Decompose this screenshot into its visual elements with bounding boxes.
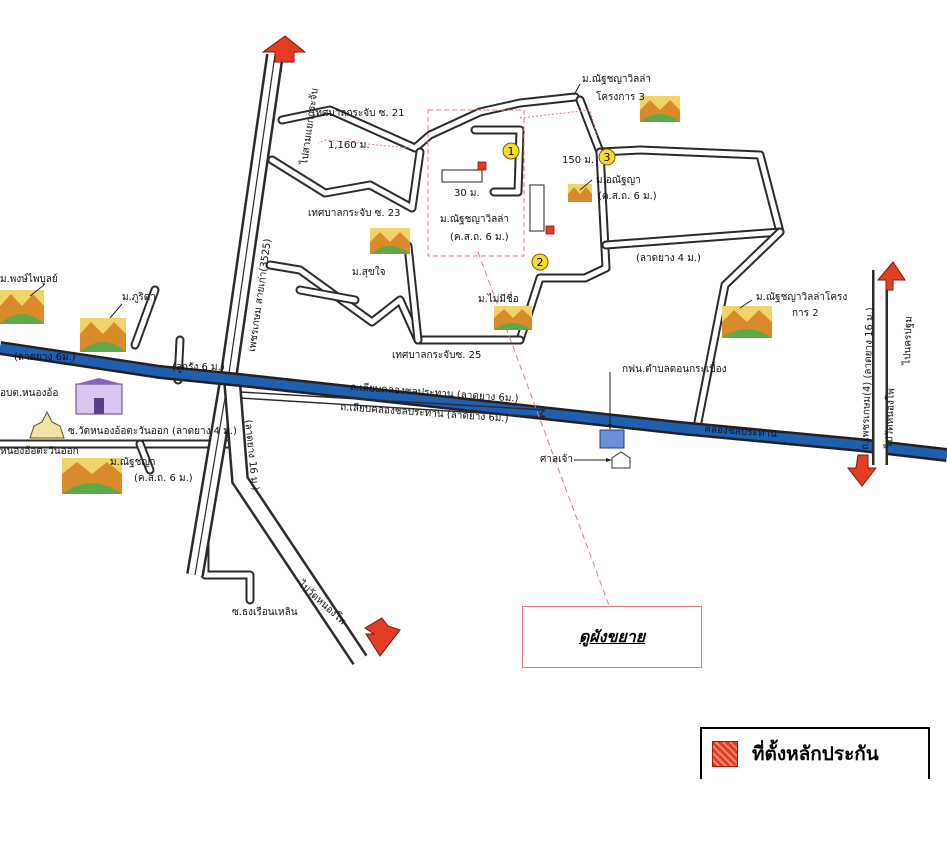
markers: 1 2 3 [502,142,616,271]
label-natcha-villa-2b: การ 2 [792,308,819,319]
arrow-north-icon [261,35,307,63]
label-or-natcha-spec: (ค.ส.ถ. 6 ม.) [598,191,657,202]
label-natchaya-spec: (ค.ส.ถ. 6 ม.) [134,473,193,484]
village-icon [568,184,592,202]
label-sanjao: ศาลเจ้า [540,453,573,465]
label-dist-150: 150 ม. [562,155,594,166]
label-suk-jai: ม.สุขใจ [352,266,386,278]
label-to-wat-nongpho-2: ไปวัดหนองโพ [882,388,897,449]
svg-text:2: 2 [537,256,544,269]
label-to-samyaek: ไปสามแยกกระจับ [298,87,321,166]
marker-3[interactable]: 3 [598,148,616,166]
label-kfn: กฟน.ตำบลดอนกระเบื้อง [622,361,727,375]
label-asphalt-4-right: (ลาดยาง 4 ม.) [636,253,701,264]
label-kor-sor-tor-6: (ค.ส.ถ. 6 ม.) [450,232,509,243]
temple-icon [29,410,65,439]
map-labels: เทศบาลกระจับ ซ. 21 1,160 ม. เทศบาลกระจับ… [0,74,915,627]
label-natcha-villa-2a: ม.ณัฐชญาวิลล่าโครง [756,290,847,303]
village-icon [370,228,410,254]
label-dist-30: 30 ม. [454,188,480,199]
label-tesaban-21: เทศบาลกระจับ ซ. 21 [312,108,405,119]
label-tesaban-23: เทศบาลกระจับ ซ. 23 [308,208,401,219]
site-plots [441,161,555,235]
label-to-wat-nongpho: ไปวัดหนองโพ [295,577,349,627]
obt-building-icon [75,378,123,415]
label-asphalt-6-left: (ลาดยาง 6ม.) [14,352,76,363]
village-icon [722,306,772,338]
label-pongpaiboon: ม.พงษ์ไพบูลย์ [0,273,58,285]
arrow-east-up-icon [876,261,906,291]
label-canal-name-right: คลองชลประทาน [704,424,778,440]
village-icons [0,96,772,494]
svg-text:3: 3 [604,151,611,164]
zoom-box[interactable]: ดูผังขยาย [522,606,702,668]
label-dist-1160: 1,160 ม. [328,140,370,151]
pointers [29,83,753,462]
zoom-label: ดูผังขยาย [578,626,646,646]
label-mai-mi-chue: ม.ไม่มีชื่อ [478,291,519,305]
label-obt-nongor: อบต.หนองอ้อ [0,387,58,399]
arrow-south-icon [364,617,401,657]
legend: ที่ตั้งหลักประกัน [700,727,930,779]
shrine-icon [611,451,631,469]
legend-label: ที่ตั้งหลักประกัน [752,743,879,765]
svg-text:1: 1 [508,145,515,158]
kfn-building-icon [599,429,625,449]
label-soi-thongruen: ซ.ธงเรือนเหลิน [232,606,298,618]
label-gravel-6: (ลูกรัง 6 ม.) [172,362,225,373]
label-tesaban-25: เทศบาลกระจับซ. 25 [392,350,481,361]
label-wat-road: ซ.วัดหนองอ้อตะวันออก (ลาดยาง 4 ม.) [68,425,237,437]
village-icon [0,290,44,324]
marker-1[interactable]: 1 [502,142,520,160]
village-icon [494,306,532,330]
marker-2[interactable]: 2 [531,253,549,271]
village-icon [640,96,680,122]
direction-arrows [261,35,906,657]
label-project-3: โครงการ 3 [596,90,645,103]
label-natcha-villa: ม.ณัฐชญาวิลล่า [440,214,509,225]
label-puridada: ม.ภูริดา [122,292,156,303]
label-wat-name: หนองอ้อตะวันออก [0,445,79,457]
label-to-nakhon-pathom: ไปนครปฐม [901,316,915,366]
label-or-natcha: ม.อณัฐญา [596,175,641,186]
village-icon [80,318,126,352]
arrow-east-down-icon [846,454,878,487]
label-natcha-villa-3: ม.ณัฐชญาวิลล่า [582,74,651,85]
label-natchaya: ม.ณัฐชญา [110,457,156,468]
label-petkasem-4: ถ.เพชรเกษม(4) (ลาดยาง 16 ม.) [860,307,876,450]
village-icon [62,458,122,494]
collateral-swatch-icon [712,741,738,767]
